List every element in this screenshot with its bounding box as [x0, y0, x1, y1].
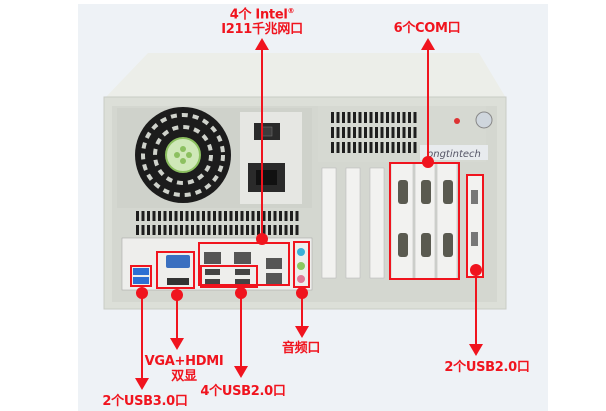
- audio-jacks: [297, 248, 305, 283]
- power-supply: [117, 107, 312, 208]
- registered-mark: ®: [287, 7, 295, 15]
- arrow-down-icon: [295, 326, 309, 338]
- com-ports: [398, 180, 453, 257]
- usb2-rear-ports: [205, 269, 250, 285]
- arrow-down-icon: [469, 344, 483, 356]
- power-led: [454, 118, 460, 124]
- usb2-card-ports: [471, 190, 478, 246]
- box-vga-hdmi: [156, 251, 195, 289]
- label-lan: 4个 Intel® I211千兆网口: [221, 4, 303, 37]
- vent-grille: [331, 112, 417, 153]
- box-lan: [198, 242, 290, 286]
- hdmi-port: [167, 278, 189, 285]
- arrow-up-icon: [255, 38, 269, 50]
- arrow-up-icon: [421, 38, 435, 50]
- box-audio: [293, 241, 310, 288]
- label-usb2-card: 2个USB2.0口: [444, 360, 530, 375]
- label-vga-line1: VGA+HDMI: [144, 354, 224, 369]
- arrow-down-icon: [135, 378, 149, 390]
- annotation-dots: [135, 38, 483, 390]
- box-usb2-rear: [200, 265, 258, 288]
- lan-ports: [204, 252, 282, 284]
- label-com: 6个COM口: [393, 21, 461, 36]
- brand-logo: [420, 145, 488, 160]
- label-lan-line2: I211千兆网口: [221, 22, 303, 38]
- label-lan-line1: 4个 Intel: [229, 7, 288, 23]
- label-vga-line2: 双显: [171, 369, 197, 384]
- power-button: [475, 111, 493, 129]
- label-usb3: 2个USB3.0口: [102, 394, 188, 409]
- chassis-top: [105, 53, 506, 98]
- arrow-down-icon: [170, 338, 184, 350]
- vent-grille: [136, 211, 299, 235]
- arrow-down-icon: [234, 366, 248, 378]
- vga-port: [166, 255, 190, 268]
- fan-icon: [135, 107, 231, 203]
- brand-logo-text: ongtintech: [427, 149, 481, 160]
- label-vga-hdmi: VGA+HDMI 双显: [145, 354, 224, 384]
- label-audio: 音频口: [281, 341, 321, 356]
- box-usb3: [130, 265, 152, 287]
- label-usb2-rear: 4个USB2.0口: [200, 384, 286, 399]
- usb3-ports: [133, 268, 149, 284]
